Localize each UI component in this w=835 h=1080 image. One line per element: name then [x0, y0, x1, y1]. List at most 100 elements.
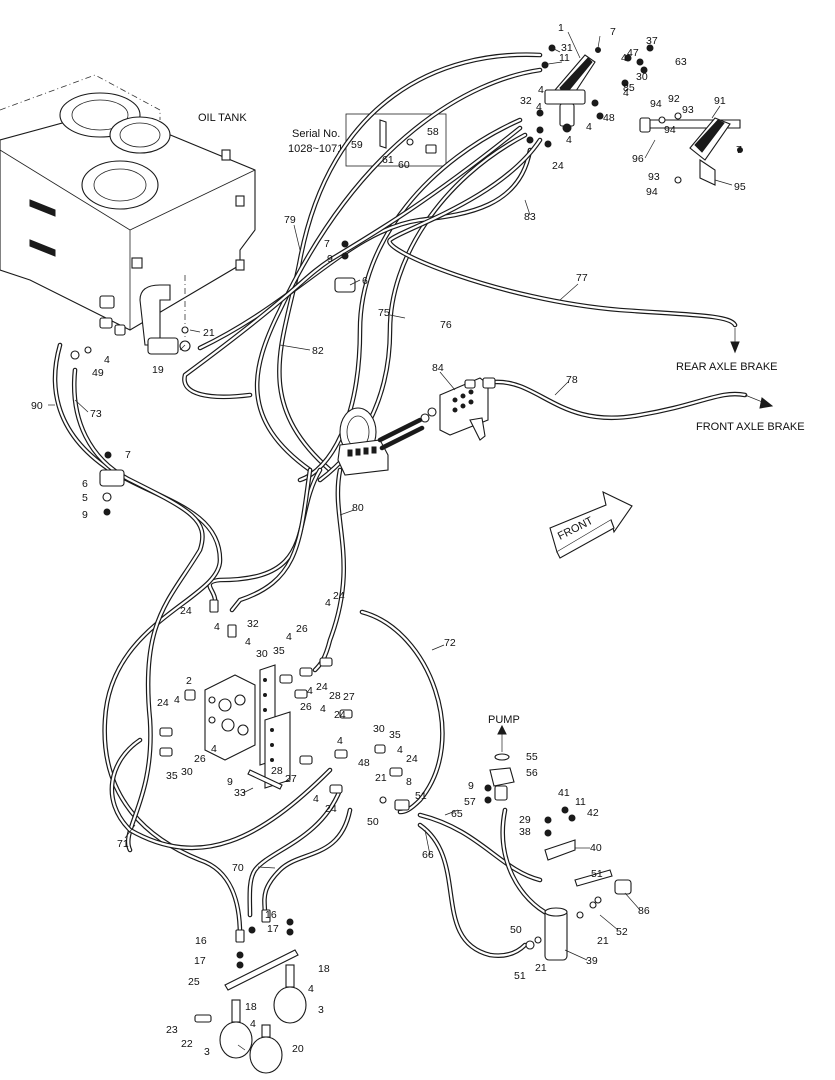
- callout: 49: [92, 367, 104, 379]
- callout: 28: [271, 765, 283, 777]
- callout: 3: [204, 1046, 210, 1058]
- callout: 4: [174, 694, 180, 706]
- callout: 48: [603, 112, 615, 124]
- callout-numbers: 1 2 3 3 4 5 6 6 7 7 7 7 8 9 9 9 9 11 11 …: [31, 22, 746, 1058]
- callout: 94: [650, 98, 662, 110]
- callout: 92: [668, 93, 680, 105]
- callout: 24: [180, 605, 192, 617]
- junction-block: [420, 377, 496, 441]
- callout: 5: [82, 492, 88, 504]
- callout: 24: [406, 753, 418, 765]
- hose-group: [52, 52, 748, 958]
- callout: 18: [245, 1001, 257, 1013]
- callout: 4: [566, 134, 572, 146]
- valve-block: [159, 599, 410, 811]
- callout: 73: [90, 408, 102, 420]
- callout: 26: [300, 701, 312, 713]
- callout: 32: [520, 95, 532, 107]
- callout: 6: [362, 275, 368, 287]
- callout: 24: [316, 681, 328, 693]
- callout: 33: [234, 787, 246, 799]
- pump-label: PUMP: [488, 714, 520, 726]
- callout: 79: [284, 214, 296, 226]
- callout: 28: [329, 690, 341, 702]
- clamps: [70, 240, 356, 516]
- bulkhead-bracket: [337, 407, 425, 476]
- callout: 63: [675, 56, 687, 68]
- callout: 4: [586, 121, 592, 133]
- callout: 4: [621, 52, 627, 64]
- pump-filter-group: [484, 724, 632, 961]
- callout: 80: [352, 502, 364, 514]
- callout: 3: [318, 1004, 324, 1016]
- callout: 24: [333, 590, 345, 602]
- callout: 18: [318, 963, 330, 975]
- callout: 24: [157, 697, 169, 709]
- callout: 78: [566, 374, 578, 386]
- callout: 25: [188, 976, 200, 988]
- callout: 4: [325, 597, 331, 609]
- callout: 22: [181, 1038, 193, 1050]
- callout: 27: [343, 691, 355, 703]
- callout: 48: [358, 757, 370, 769]
- callout: 9: [468, 780, 474, 792]
- callout: 84: [432, 362, 444, 374]
- oil-tank: OIL TANK: [0, 74, 256, 355]
- callout: 35: [389, 729, 401, 741]
- callout: 55: [526, 751, 538, 763]
- callout: 11: [559, 52, 570, 64]
- callout: 8: [406, 776, 412, 788]
- callout: 24: [334, 709, 346, 721]
- direction-arrows: [730, 328, 774, 409]
- callout: 82: [312, 345, 324, 357]
- oil-tank-label: OIL TANK: [198, 112, 247, 124]
- front-direction-banner: FRONT: [549, 491, 633, 559]
- callout: 21: [535, 962, 547, 974]
- callout: 30: [373, 723, 385, 735]
- callout: 19: [152, 364, 164, 376]
- callout: 4: [623, 87, 629, 99]
- brake-pedal-assembly: [526, 44, 743, 186]
- callout: 76: [440, 319, 452, 331]
- callout: 32: [247, 618, 259, 630]
- callout: 20: [292, 1043, 304, 1055]
- callout: 24: [552, 160, 564, 172]
- serial-range: 1028~1071: [288, 143, 343, 155]
- callout: 58: [427, 126, 439, 138]
- callout: 52: [616, 926, 628, 938]
- callout: 57: [464, 796, 476, 808]
- callout: 65: [451, 808, 463, 820]
- callout: 72: [444, 637, 456, 649]
- callout: 9: [327, 253, 333, 265]
- callout: 50: [367, 816, 379, 828]
- callout: 47: [627, 47, 639, 59]
- callout: 4: [337, 735, 343, 747]
- callout: 21: [597, 935, 609, 947]
- callout: 27: [285, 773, 297, 785]
- callout: 24: [325, 803, 337, 815]
- callout: 7: [736, 144, 742, 156]
- callout: 7: [324, 238, 330, 250]
- callout: 35: [166, 770, 178, 782]
- callout: 4: [536, 101, 542, 113]
- callout: 26: [194, 753, 206, 765]
- callout: 70: [232, 862, 244, 874]
- callout: 4: [245, 636, 251, 648]
- leader-lines: [48, 31, 733, 1051]
- callout: 83: [524, 211, 536, 223]
- callout: 35: [273, 645, 285, 657]
- serial-title: Serial No.: [292, 128, 340, 140]
- callout: 93: [682, 104, 694, 116]
- callout: 37: [646, 35, 658, 47]
- callout: 4: [211, 743, 217, 755]
- callout: 31: [561, 42, 573, 54]
- callout: 2: [186, 675, 192, 687]
- callout: 21: [203, 327, 215, 339]
- callout: 94: [664, 124, 676, 136]
- callout: 30: [181, 766, 193, 778]
- serial-inset: Serial No. 1028~1071: [288, 113, 447, 167]
- callout: 1: [558, 22, 564, 34]
- accumulator-group: [194, 909, 307, 1074]
- callout: 85: [623, 82, 635, 94]
- callout: 4: [214, 621, 220, 633]
